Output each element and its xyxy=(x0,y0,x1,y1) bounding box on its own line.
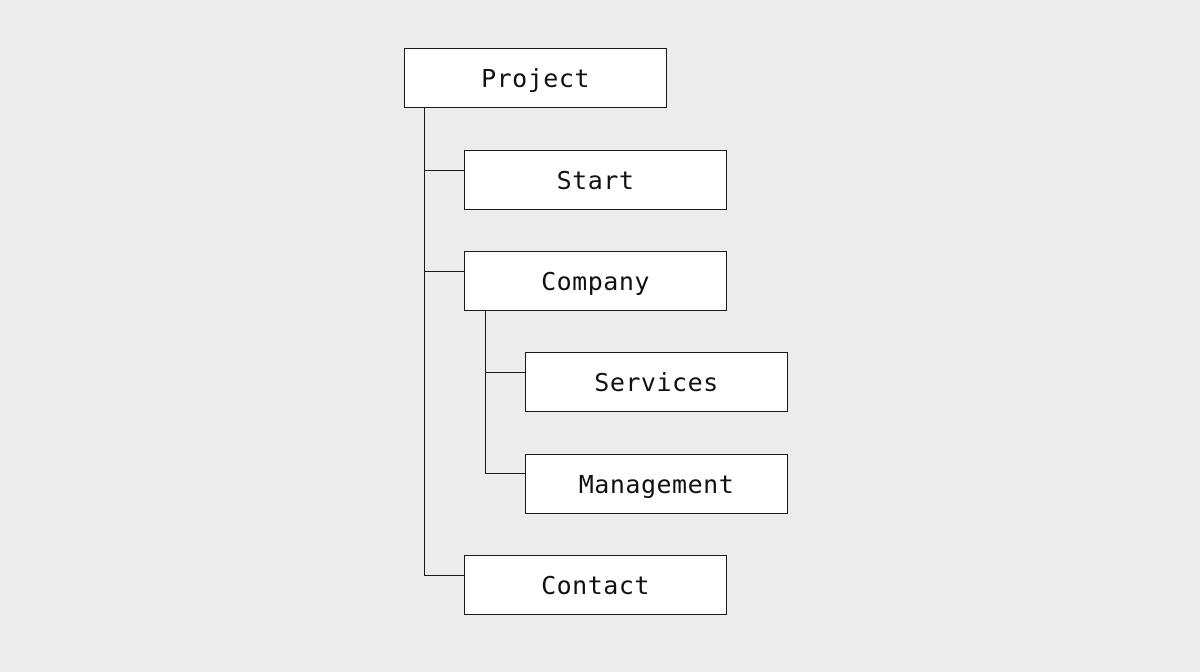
connector-company-services xyxy=(485,372,526,373)
connector-company-trunk xyxy=(485,311,486,474)
node-contact: Contact xyxy=(464,555,727,615)
node-company: Company xyxy=(464,251,727,311)
connector-project-trunk xyxy=(424,108,425,576)
node-services: Services xyxy=(525,352,788,412)
node-management: Management xyxy=(525,454,788,514)
connector-project-start xyxy=(424,170,465,171)
node-project: Project xyxy=(404,48,667,108)
node-start: Start xyxy=(464,150,727,210)
connector-project-contact xyxy=(424,575,465,576)
connector-company-management xyxy=(485,473,526,474)
connector-project-company xyxy=(424,271,465,272)
